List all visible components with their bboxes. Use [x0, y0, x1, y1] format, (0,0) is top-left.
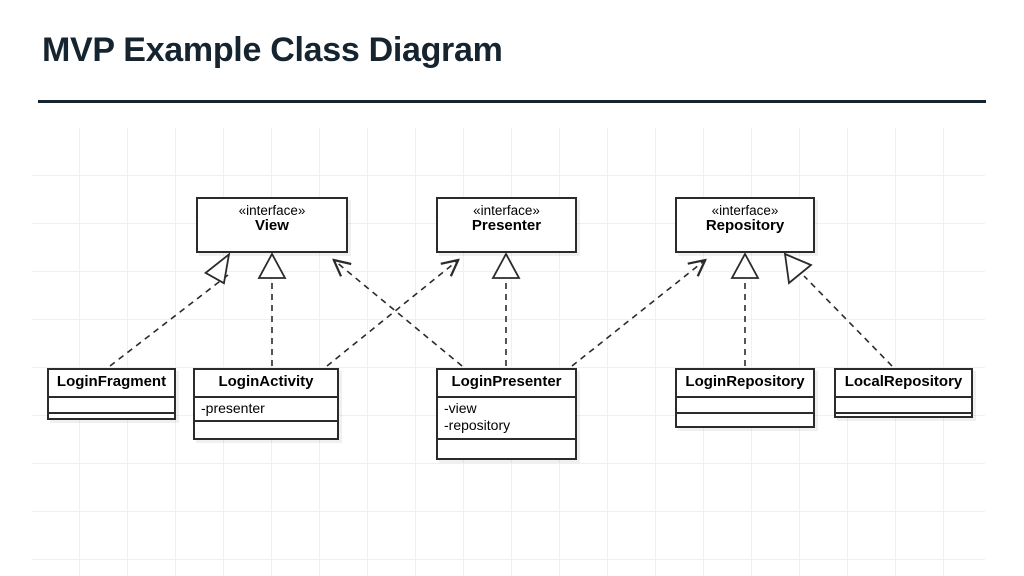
- compartment-divider: [195, 395, 337, 398]
- realization-arrowhead-activity-view: [257, 252, 287, 279]
- edge-presenter-view: [335, 261, 463, 367]
- interface-name: Repository: [705, 217, 785, 235]
- diagram-canvas: «interface» View «interface» Presenter «…: [32, 128, 985, 576]
- methods-compartment: [677, 414, 813, 436]
- edge-localrepository-repository: [803, 275, 893, 367]
- uml-class-login-presenter[interactable]: LoginPresenter -view -repository: [436, 368, 577, 460]
- stereotype-label: «interface»: [238, 203, 306, 218]
- uml-interface-repository[interactable]: «interface» Repository: [675, 197, 815, 253]
- interface-name: Presenter: [471, 217, 542, 235]
- uml-interface-view-header: «interface» View: [198, 199, 346, 240]
- interface-name: View: [255, 217, 289, 235]
- relationship-edges: [109, 252, 893, 367]
- realization-arrowhead-loginrepository-repository: [730, 252, 760, 279]
- attributes-compartment: -presenter: [195, 398, 337, 421]
- realization-arrowhead-loginpresenter-presenter: [491, 252, 521, 279]
- uml-class-local-repository-header: LocalRepository: [836, 370, 971, 396]
- edge-fragment-view: [109, 274, 229, 367]
- methods-compartment: [195, 422, 337, 436]
- compartment-divider: [438, 437, 575, 440]
- uml-class-login-activity[interactable]: LoginActivity -presenter: [193, 368, 339, 440]
- uml-class-login-repository[interactable]: LoginRepository: [675, 368, 815, 428]
- attributes-compartment: [836, 398, 971, 412]
- attribute-item: -presenter: [201, 399, 265, 416]
- compartment-divider: [836, 395, 971, 398]
- uml-class-login-presenter-header: LoginPresenter: [438, 370, 575, 396]
- compartment-divider: [49, 395, 174, 398]
- realization-arrowhead-localrepository-repository: [783, 252, 813, 285]
- compartment-divider: [195, 420, 337, 423]
- uml-interface-presenter[interactable]: «interface» Presenter: [436, 197, 577, 253]
- class-name: LocalRepository: [844, 373, 963, 390]
- compartment-divider: [677, 411, 813, 414]
- uml-class-login-fragment-header: LoginFragment: [49, 370, 174, 396]
- attribute-item: -repository: [444, 417, 511, 434]
- stereotype-label: «interface»: [473, 203, 540, 218]
- attributes-compartment: -view -repository: [438, 398, 575, 438]
- uml-class-login-fragment[interactable]: LoginFragment: [47, 368, 176, 420]
- class-name: LoginActivity: [218, 373, 314, 390]
- compartment-divider: [438, 395, 575, 398]
- uml-class-login-activity-header: LoginActivity: [195, 370, 337, 396]
- title-divider: [38, 100, 986, 103]
- attributes-compartment: [677, 398, 813, 412]
- uml-interface-repository-header: «interface» Repository: [677, 199, 813, 240]
- compartment-divider: [49, 411, 174, 414]
- uml-class-login-repository-header: LoginRepository: [677, 370, 813, 396]
- attributes-compartment: [49, 398, 174, 412]
- compartment-divider: [836, 411, 971, 414]
- class-name: LoginFragment: [56, 373, 167, 390]
- methods-compartment: [438, 440, 575, 454]
- uml-interface-presenter-header: «interface» Presenter: [438, 199, 575, 240]
- uml-class-local-repository[interactable]: LocalRepository: [834, 368, 973, 418]
- page-title: MVP Example Class Diagram: [42, 31, 503, 69]
- class-name: LoginRepository: [685, 373, 805, 390]
- edge-presenter-repository: [571, 261, 704, 367]
- attribute-item: -view: [444, 399, 477, 416]
- methods-compartment: [49, 414, 174, 428]
- uml-interface-view[interactable]: «interface» View: [196, 197, 348, 253]
- methods-compartment: [836, 414, 971, 426]
- compartment-divider: [677, 395, 813, 398]
- edge-activity-presenter: [326, 261, 457, 367]
- realization-arrowhead-fragment-view: [204, 252, 231, 285]
- class-name: LoginPresenter: [451, 373, 562, 390]
- stereotype-label: «interface»: [711, 203, 779, 218]
